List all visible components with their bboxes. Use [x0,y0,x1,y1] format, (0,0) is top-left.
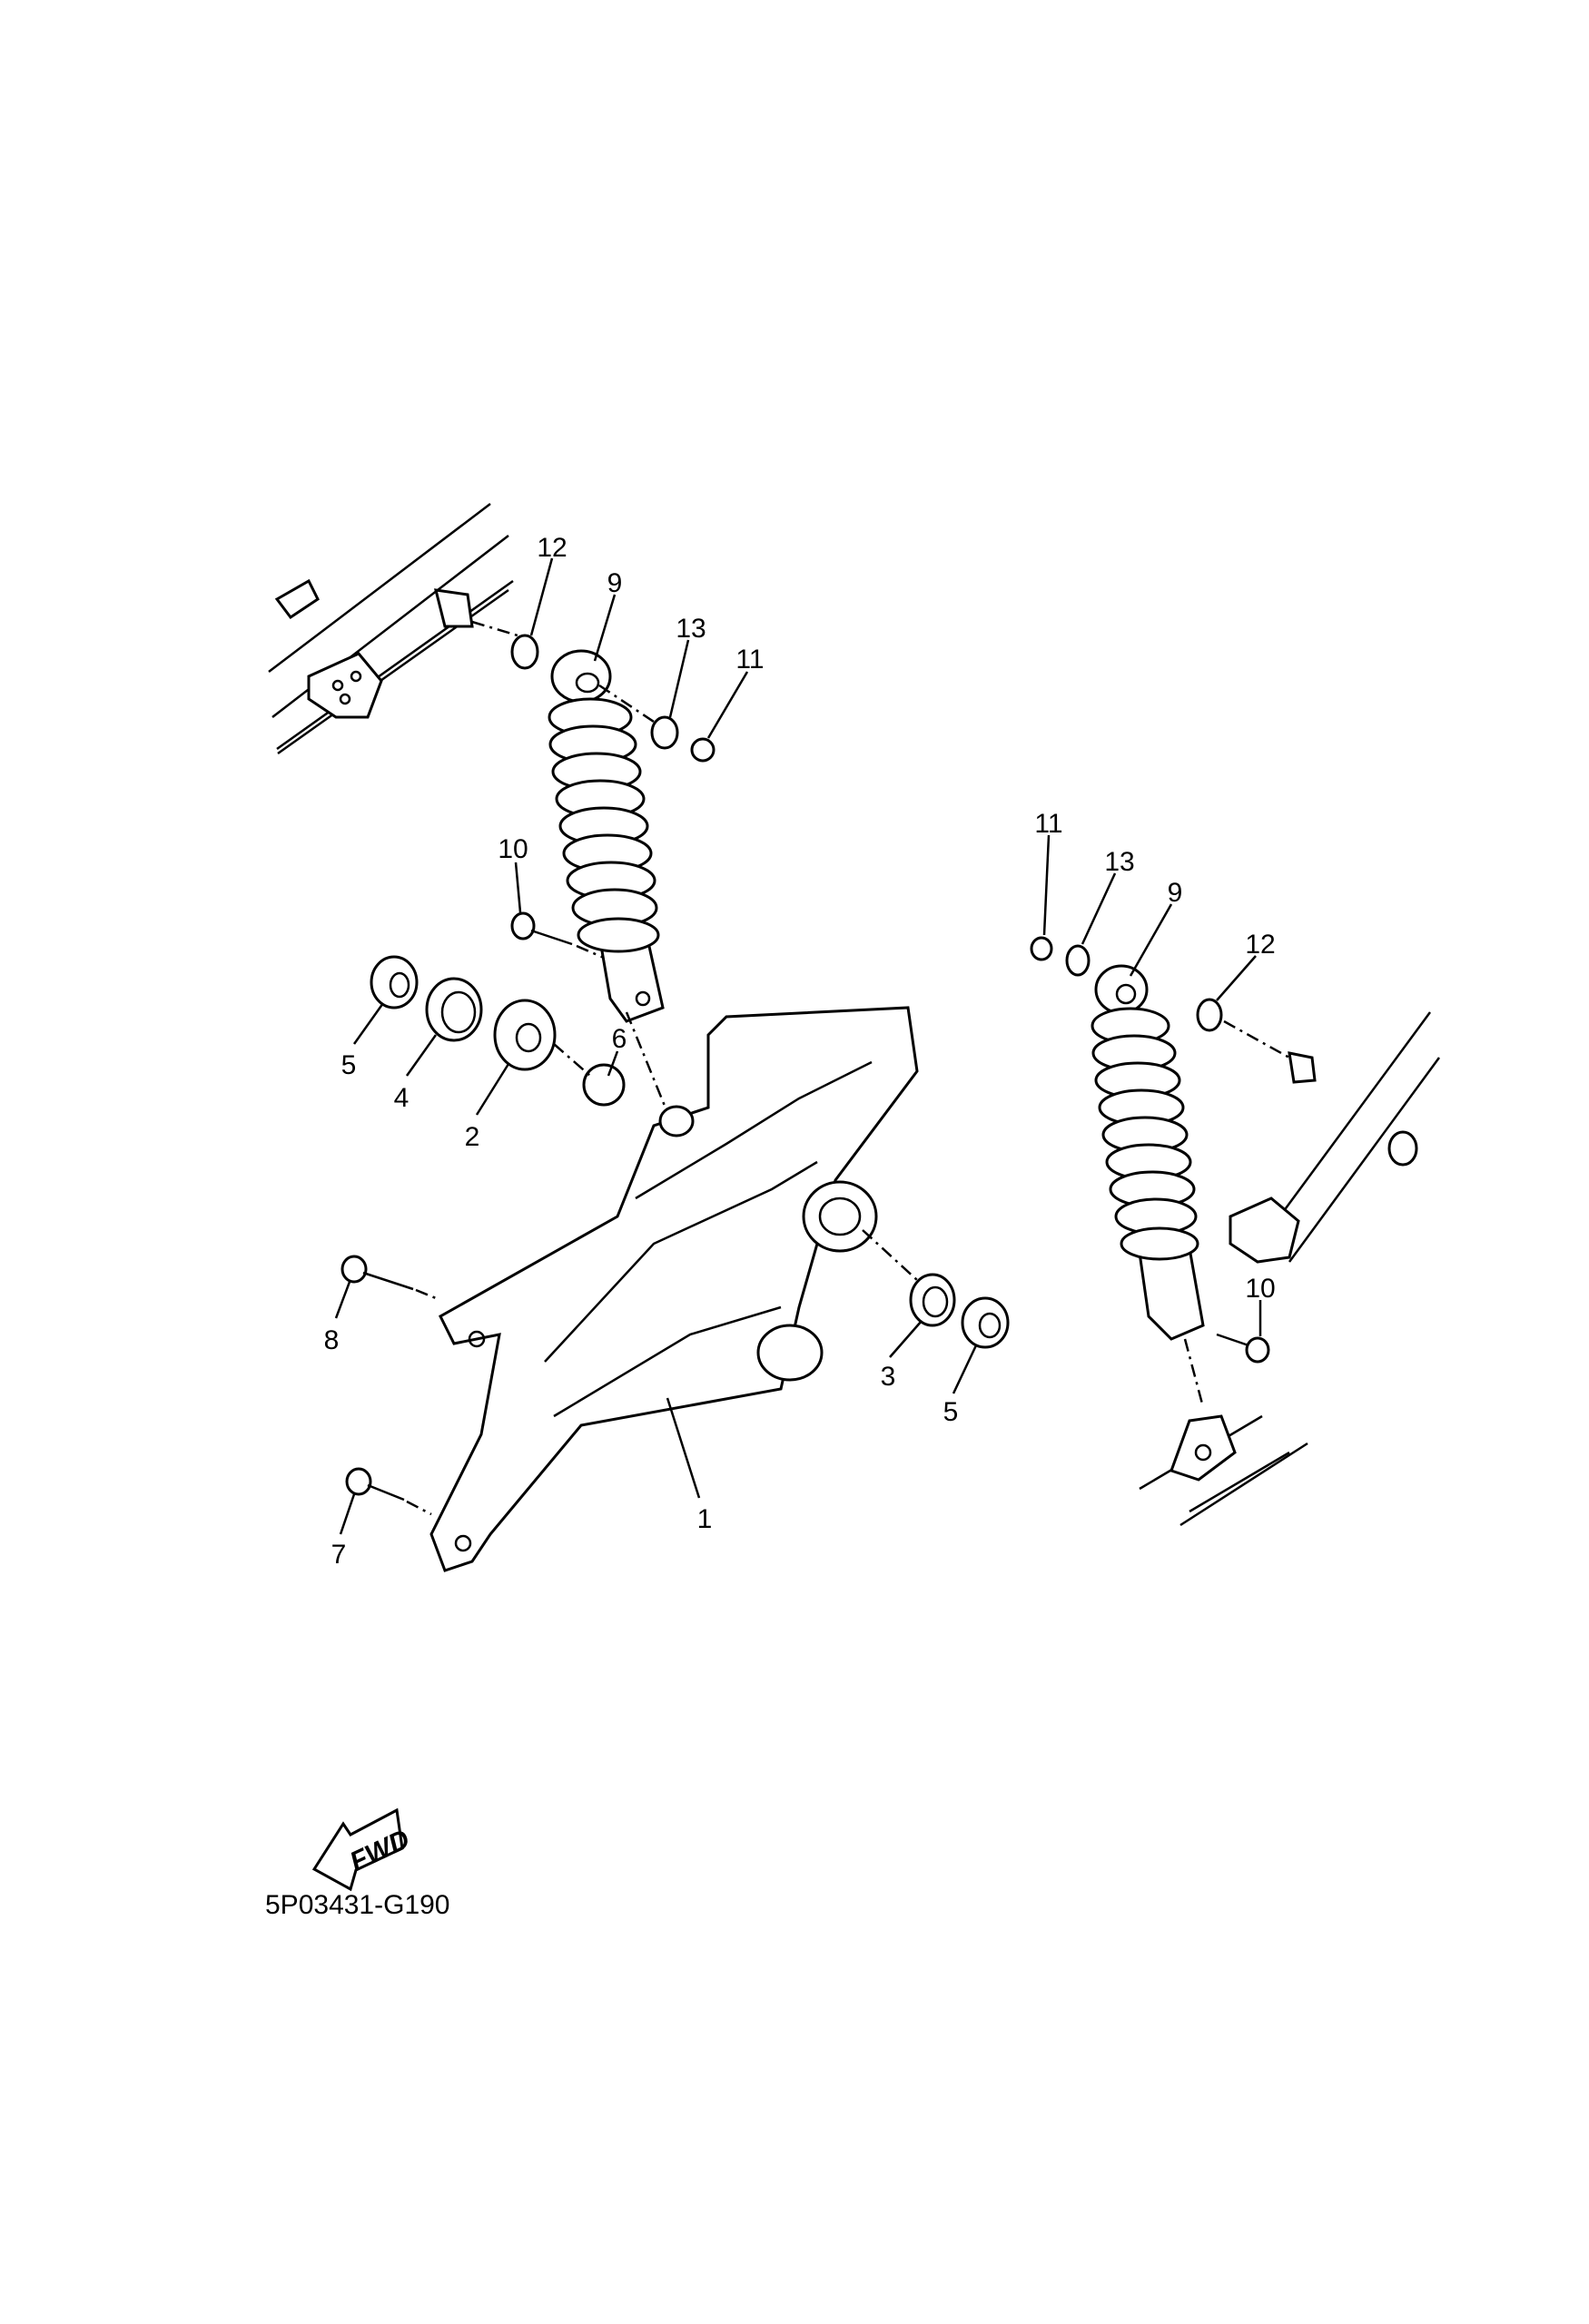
swingarm[interactable] [429,1006,919,1572]
oil-seal-3[interactable] [909,1273,956,1327]
callout-10-right: 10 [1245,1274,1275,1304]
callout-10-left: 10 [498,834,528,864]
callout-11-left: 11 [735,645,764,675]
callout-12-right: 12 [1245,930,1275,960]
callout-5-right: 5 [943,1397,959,1427]
callout-3: 3 [881,1362,896,1392]
callout-6: 6 [612,1024,627,1054]
washer-13-left[interactable] [650,715,679,750]
right-frame-rail [1139,1011,1441,1527]
bolt-8[interactable] [340,1255,437,1300]
callout-9-left: 9 [607,568,623,598]
callout-7: 7 [331,1540,347,1570]
bearing-2[interactable] [493,999,557,1071]
collar-5-right[interactable] [961,1296,1010,1349]
callout-12-left: 12 [537,533,567,563]
washer-12-right[interactable] [1196,998,1223,1032]
oil-seal-4[interactable] [425,977,483,1042]
callout-13-left: 13 [676,614,706,644]
bolt-10-right[interactable] [1216,1333,1270,1364]
nut-11-right[interactable] [1030,936,1053,961]
callout-2: 2 [465,1122,480,1152]
coil-spring [548,697,660,953]
collar-6[interactable] [582,1063,626,1107]
washer-12-left[interactable] [510,634,539,670]
callout-9-right: 9 [1168,878,1183,908]
nut-11-left[interactable] [690,737,716,763]
callout-13-right: 13 [1104,847,1134,877]
leader-lines [334,557,1262,1535]
collar-5-left[interactable] [370,955,419,1009]
fwd-arrow-icon: FWD [311,1807,414,1892]
diagram-code: 5P03431-G190 [265,1890,450,1920]
bolt-10-left[interactable] [510,911,605,960]
callout-5-left: 5 [341,1050,357,1080]
bolt-7[interactable] [345,1467,432,1516]
coil-spring [1091,1007,1199,1261]
washer-13-right[interactable] [1065,944,1091,977]
right-shock-absorber[interactable] [1091,964,1205,1341]
left-frame-rail [268,503,518,755]
callout-8: 8 [324,1325,340,1355]
callout-1: 1 [697,1504,713,1534]
left-shock-absorber[interactable] [548,649,665,1023]
callout-11-right: 11 [1034,809,1062,839]
callout-4: 4 [394,1083,410,1113]
